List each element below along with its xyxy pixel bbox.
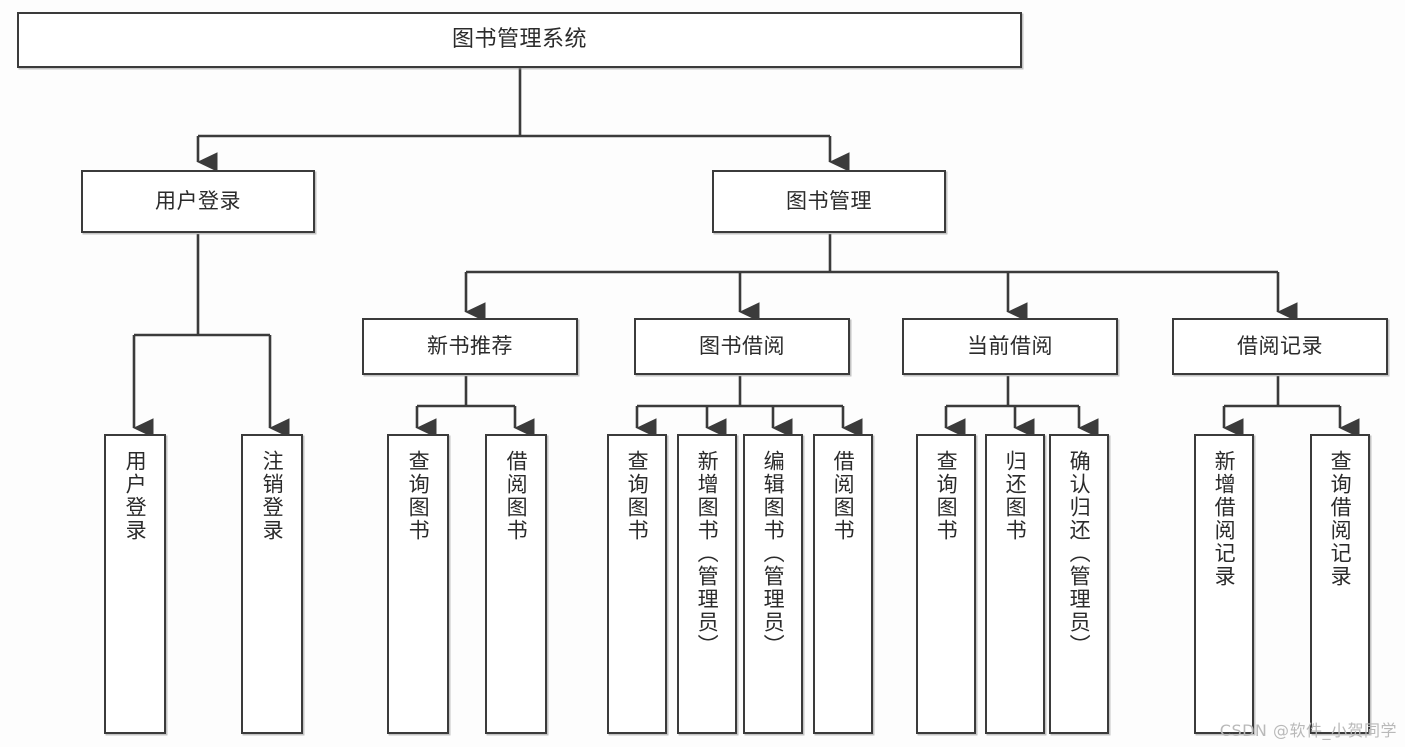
node-label: 归还图书: [1003, 450, 1028, 542]
node-user-login[interactable]: 用户登录: [81, 170, 315, 233]
node-label: 当前借阅: [967, 334, 1053, 359]
node-label: 图书借阅: [699, 334, 785, 359]
node-label: 图书管理系统: [451, 27, 587, 53]
node-label: 借阅图书: [504, 450, 529, 542]
node-book-management[interactable]: 图书管理: [712, 170, 946, 233]
node-leaf-logout[interactable]: 注销登录: [241, 434, 303, 734]
node-leaf-add-book-admin[interactable]: 新增图书（管理员）: [677, 434, 737, 734]
node-label: 借阅记录: [1237, 334, 1323, 359]
node-label: 新增图书（管理员）: [695, 450, 720, 657]
node-label: 确认归还（管理员）: [1067, 450, 1092, 657]
node-borrow-record[interactable]: 借阅记录: [1172, 318, 1388, 375]
node-leaf-query-borrow-record[interactable]: 查询借阅记录: [1310, 434, 1370, 734]
node-leaf-query-book-recommend[interactable]: 查询图书: [387, 434, 449, 734]
node-leaf-borrow-book[interactable]: 借阅图书: [813, 434, 873, 734]
node-root-book-management-system[interactable]: 图书管理系统: [17, 12, 1022, 68]
node-label: 借阅图书: [831, 450, 856, 542]
node-label: 新增借阅记录: [1212, 450, 1237, 588]
node-leaf-confirm-return-admin[interactable]: 确认归还（管理员）: [1049, 434, 1109, 734]
node-label: 查询图书: [625, 450, 650, 542]
node-label: 注销登录: [260, 450, 285, 542]
node-leaf-query-book-borrow[interactable]: 查询图书: [607, 434, 667, 734]
node-leaf-user-login[interactable]: 用户登录: [104, 434, 166, 734]
node-leaf-return-book[interactable]: 归还图书: [985, 434, 1045, 734]
watermark: CSDN @软件_小贺同学: [1219, 721, 1397, 740]
node-leaf-borrow-book-recommend[interactable]: 借阅图书: [485, 434, 547, 734]
node-leaf-query-book-current[interactable]: 查询图书: [916, 434, 976, 734]
node-label: 查询图书: [934, 450, 959, 542]
node-leaf-add-borrow-record[interactable]: 新增借阅记录: [1194, 434, 1254, 734]
node-new-book-recommend[interactable]: 新书推荐: [362, 318, 578, 375]
node-label: 图书管理: [786, 189, 872, 214]
node-label: 用户登录: [155, 189, 241, 214]
node-book-borrow[interactable]: 图书借阅: [634, 318, 850, 375]
node-label: 查询借阅记录: [1328, 450, 1353, 588]
node-leaf-edit-book-admin[interactable]: 编辑图书（管理员）: [743, 434, 803, 734]
node-label: 查询图书: [406, 450, 431, 542]
node-label: 用户登录: [123, 450, 148, 542]
node-label: 编辑图书（管理员）: [761, 450, 786, 657]
node-current-borrow[interactable]: 当前借阅: [902, 318, 1118, 375]
node-label: 新书推荐: [427, 334, 513, 359]
